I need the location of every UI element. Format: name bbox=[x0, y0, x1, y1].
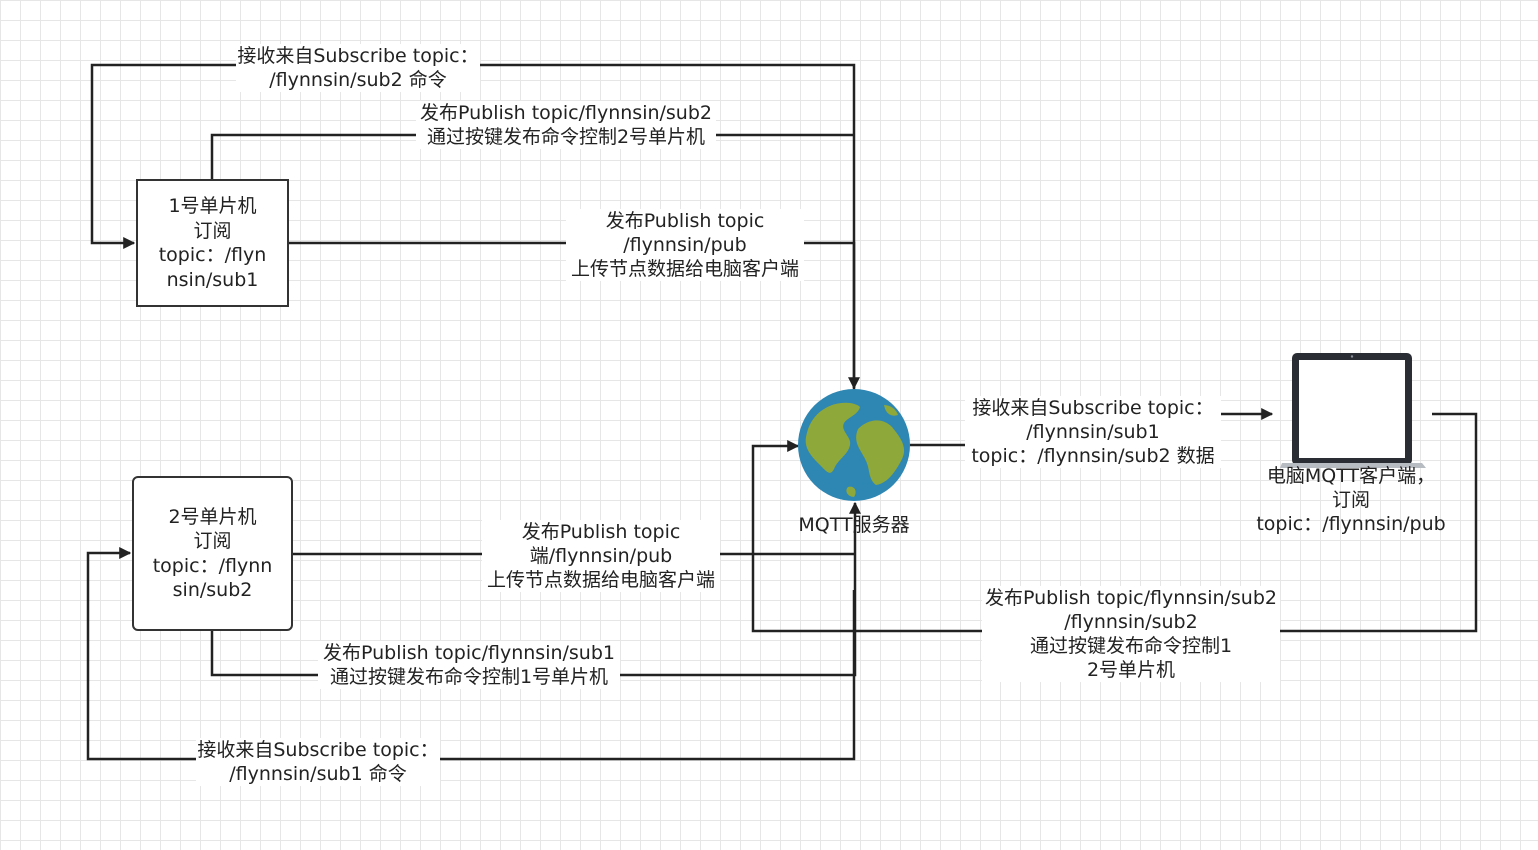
edge-label-line: /flynnsin/sub1 bbox=[1026, 421, 1160, 443]
edge-label-line: 发布Publish topic bbox=[521, 521, 681, 543]
mcu2-label-1: 2号单片机 bbox=[168, 505, 257, 528]
edge-label-mcu1-receive: 接收来自Subscribe topic： /flynnsin/sub2 命令 bbox=[236, 44, 480, 92]
edge-label-line: 发布Publish topic bbox=[605, 210, 765, 232]
edge-label-line: 端/flynnsin/pub bbox=[529, 545, 673, 567]
edge-label-pc-publish: 发布Publish topic/flynnsin/sub2 /flynnsin/… bbox=[982, 586, 1280, 682]
edge-server-to-mcu1 bbox=[90, 63, 856, 390]
edge-server-to-mcu2 bbox=[86, 547, 856, 761]
edge-label-server-to-pc: 接收来自Subscribe topic： /flynnsin/sub1 topi… bbox=[965, 396, 1221, 468]
edge-mcu1-publish-pub bbox=[289, 241, 860, 390]
edge-label-mcu1-publish-pub: 发布Publish topic /flynnsin/pub 上传节点数据给电脑客… bbox=[566, 209, 804, 281]
pc-label-3: topic：/flynnsin/pub bbox=[1256, 513, 1446, 535]
edge-label-line: 接收来自Subscribe topic： bbox=[197, 739, 439, 761]
edge-label-line: 通过按键发布命令控制1号单片机 bbox=[329, 666, 609, 688]
edge-label-mcu2-publish-pub: 发布Publish topic 端/flynnsin/pub 上传节点数据给电脑… bbox=[482, 520, 720, 592]
laptop-icon bbox=[1280, 353, 1426, 468]
edge-label-line: 通过按键发布命令控制1 bbox=[1029, 635, 1233, 657]
edge-label-line: 通过按键发布命令控制2号单片机 bbox=[426, 126, 706, 148]
pc-label-1: 电脑MQTT客户端， bbox=[1266, 465, 1436, 487]
mcu1-label-1: 1号单片机 bbox=[168, 195, 257, 217]
edge-label-line: 接收来自Subscribe topic： bbox=[237, 45, 479, 67]
edge-label-line: 发布Publish topic/flynnsin/sub1 bbox=[322, 642, 616, 664]
mcu2-label-3: topic：/flynn bbox=[152, 554, 273, 577]
edge-label-line: 发布Publish topic/flynnsin/sub2 bbox=[419, 102, 713, 124]
edge-label-line: 上传节点数据给电脑客户端 bbox=[486, 569, 715, 591]
mcu2-label-4: sin/sub2 bbox=[172, 579, 253, 601]
pc-label-2: 订阅 bbox=[1331, 489, 1370, 511]
edge-label-line: /flynnsin/sub1 命令 bbox=[229, 763, 407, 785]
mcu1-label-3: topic：/flyn bbox=[158, 244, 267, 266]
edge-label-mcu1-publish-sub2: 发布Publish topic/flynnsin/sub2 通过按键发布命令控制… bbox=[416, 101, 716, 149]
edge-label-line: 上传节点数据给电脑客户端 bbox=[570, 258, 799, 280]
edge-label-mcu2-receive: 接收来自Subscribe topic： /flynnsin/sub1 命令 bbox=[196, 738, 440, 786]
edge-label-line: 2号单片机 bbox=[1086, 659, 1176, 681]
edge-label-mcu2-publish-sub1: 发布Publish topic/flynnsin/sub1 通过按键发布命令控制… bbox=[318, 641, 620, 689]
edge-label-line: /flynnsin/sub2 bbox=[1064, 611, 1198, 633]
edge-label-line: 发布Publish topic/flynnsin/sub2 bbox=[984, 587, 1278, 609]
mcu2-node: 2号单片机 订阅 topic：/flynn sin/sub2 bbox=[132, 476, 293, 631]
edge-label-line: 接收来自Subscribe topic： bbox=[972, 397, 1214, 419]
mcu1-label-2: 订阅 bbox=[193, 219, 232, 242]
mcu1-node: 1号单片机 订阅 topic：/flyn nsin/sub1 bbox=[136, 179, 289, 307]
pc-label: 电脑MQTT客户端， 订阅 topic：/flynnsin/pub bbox=[1236, 464, 1466, 536]
mcu1-label-4: nsin/sub1 bbox=[166, 268, 259, 291]
edge-label-line: topic：/flynnsin/sub2 数据 bbox=[971, 445, 1215, 467]
globe-icon bbox=[798, 389, 910, 501]
edge-label-line: /flynnsin/sub2 命令 bbox=[269, 69, 447, 91]
mcu2-label-2: 订阅 bbox=[193, 530, 232, 552]
edge-label-line: /flynnsin/pub bbox=[623, 234, 747, 256]
server-label: MQTT服务器 bbox=[798, 514, 910, 536]
